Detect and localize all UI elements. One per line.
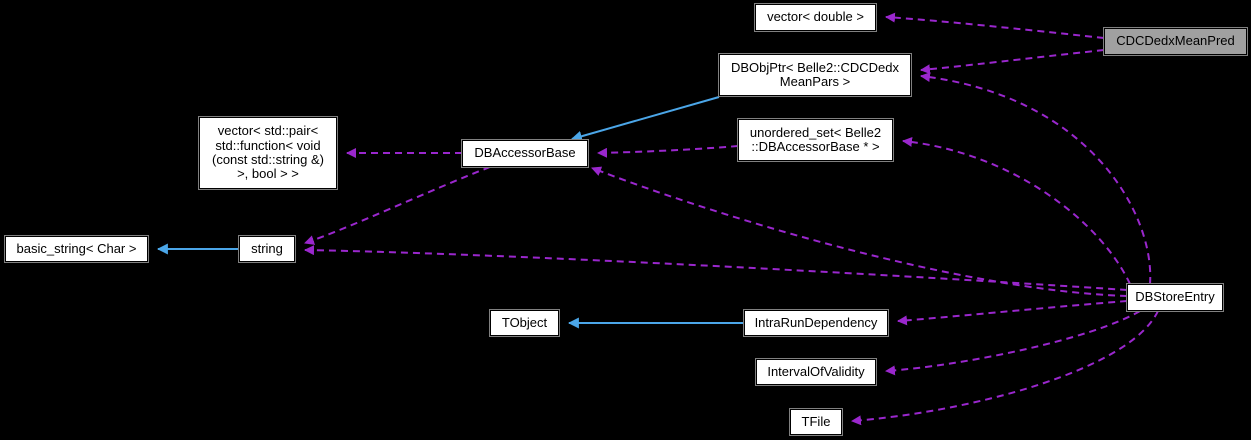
class-node-label: IntervalOfValidity	[767, 363, 865, 379]
class-node-label: IntraRunDependency	[754, 314, 878, 330]
class-node-label: vector< double >	[767, 9, 864, 25]
class-node-intervalofvalidity[interactable]: IntervalOfValidity	[755, 358, 877, 386]
class-node-label: DBAccessorBase	[474, 145, 576, 161]
class-node-vector_double[interactable]: vector< double >	[754, 3, 877, 32]
class-node-basic_string[interactable]: basic_string< Char >	[4, 235, 149, 263]
edge-usage	[920, 72, 1152, 285]
class-node-label: DBObjPtr< Belle2::CDCDedx MeanPars >	[731, 59, 899, 89]
class-node-unordered_set[interactable]: unordered_set< Belle2 ::DBAccessorBase *…	[737, 118, 894, 162]
edge-usage	[902, 136, 1131, 285]
edge-usage	[897, 300, 1128, 326]
class-node-label: DBStoreEntry	[1135, 289, 1215, 305]
edge-inheritance	[570, 96, 720, 142]
class-node-tfile[interactable]: TFile	[789, 408, 843, 436]
edge-usage	[885, 310, 1141, 376]
edge-usage	[885, 12, 1105, 39]
class-node-cdcdedxmeanpred[interactable]: CDCDedxMeanPred	[1103, 27, 1248, 56]
edge-usage	[597, 145, 739, 158]
edge-usage	[304, 166, 491, 245]
class-node-intrarundependency[interactable]: IntraRunDependency	[743, 309, 889, 337]
class-node-vector_pair[interactable]: vector< std::pair< std::function< void (…	[198, 116, 338, 190]
edge-usage	[304, 245, 1128, 291]
class-node-label: basic_string< Char >	[16, 240, 137, 256]
class-node-label: TObject	[501, 314, 548, 330]
edge-usage	[851, 310, 1159, 426]
class-node-label: CDCDedxMeanPred	[1116, 33, 1235, 49]
class-node-tobject[interactable]: TObject	[489, 309, 560, 337]
class-node-dbaccessorbase[interactable]: DBAccessorBase	[461, 139, 589, 168]
class-node-string[interactable]: string	[238, 235, 296, 263]
class-node-dbstoreentry[interactable]: DBStoreEntry	[1126, 283, 1224, 312]
class-node-label: vector< std::pair< std::function< void (…	[212, 123, 324, 182]
class-node-dbobjptr[interactable]: DBObjPtr< Belle2::CDCDedx MeanPars >	[718, 53, 912, 97]
class-node-label: TFile	[801, 413, 831, 429]
class-node-label: unordered_set< Belle2 ::DBAccessorBase *…	[749, 124, 882, 154]
edge-usage	[920, 49, 1105, 75]
class-node-label: string	[251, 240, 283, 256]
edge-usage	[591, 166, 1128, 297]
